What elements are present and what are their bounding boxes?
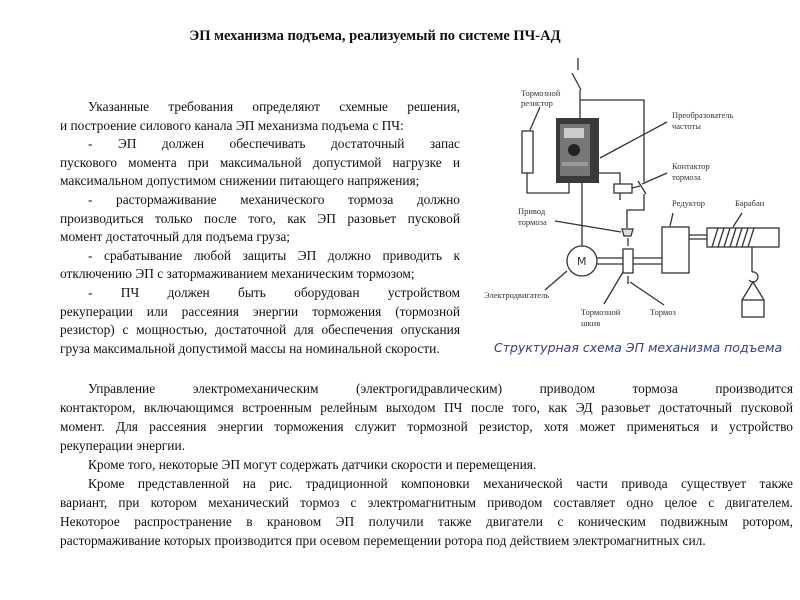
label-motor: Электродвигатель (484, 290, 549, 300)
load (741, 299, 765, 318)
label-brake-drive: Привод (518, 206, 546, 216)
text-line: Указанные требования определяют схемные … (88, 99, 460, 114)
text-line: производиться только после того, как ЭП … (60, 210, 460, 226)
label-drum: Барабан (735, 198, 765, 208)
label-brake-contactor: Контактор (672, 161, 710, 171)
brake-pulley (622, 248, 634, 274)
text-line: момент достаточный для подъема груза; (60, 229, 291, 245)
motor-symbol: M (577, 255, 587, 268)
text-line: контактором, включающимся встроенным рел… (60, 400, 793, 415)
text-line: вариант, при котором механический тормоз… (60, 495, 793, 510)
main-switch (571, 72, 582, 91)
text-line: - растормаживание механического тормоза … (88, 192, 460, 207)
label-brake: Тормоз (650, 307, 677, 317)
drum (706, 227, 780, 248)
text-line: рекуперации энергии. (60, 438, 185, 453)
svg-text:тормоза: тормоза (672, 172, 701, 182)
text-line: и построение силового канала ЭП механизм… (60, 117, 404, 133)
text-line: Некоторое распространение в крановом ЭП … (60, 514, 793, 529)
resistor-wire (526, 173, 570, 194)
text-line: рекуперации или рассеяния энергии тормож… (60, 303, 460, 319)
text-line: - ПЧ должен быть оборудован устройством (88, 285, 460, 300)
label-inverter: Преобразователь (672, 110, 733, 120)
brake-drive-wire (626, 194, 645, 228)
text-line: - срабатывание любой защиты ЭП должно пр… (88, 247, 460, 263)
label-brake-resistor: Тормозной (521, 88, 561, 98)
svg-text:тормоза: тормоза (518, 217, 547, 227)
relay-coil (613, 183, 633, 194)
label-brake-pulley: Тормозной (581, 307, 621, 317)
relay-wire (599, 172, 621, 184)
text-line: Управление электромеханическим (электрог… (88, 381, 793, 396)
motor (566, 245, 598, 277)
sling (741, 280, 765, 301)
text-line: Кроме того, некоторые ЭП могут содержать… (88, 457, 537, 472)
text-line: груза максимальной допустимой массы на н… (60, 340, 440, 356)
text-line: пускового момента при максимальной допус… (60, 154, 460, 170)
hook (748, 271, 759, 283)
text-line: - ЭП должен обеспечивать достаточный зап… (88, 136, 460, 152)
slide-title: ЭП механизма подъема, реализуемый по сис… (189, 28, 561, 44)
brake-drive (621, 228, 634, 237)
brake-resistor (521, 130, 534, 174)
drum-winding (711, 227, 755, 248)
diagram-caption: Структурная схема ЭП механизма подъема (494, 340, 783, 355)
text-line: момент. Для рассеяния энергии торможения… (60, 419, 793, 434)
frequency-inverter (556, 118, 599, 183)
text-line: резистор) с мощностью, достаточной для о… (60, 322, 460, 338)
hoist-drive-diagram: M Тормозной резистор Преобразователь час… (484, 58, 780, 328)
label-reducer: Редуктор (672, 198, 705, 208)
svg-text:шкив: шкив (581, 318, 600, 328)
contactor-supply-wire (580, 99, 645, 182)
reducer (661, 226, 690, 274)
text-line: отключению ЭП с затормаживанием механиче… (60, 266, 415, 282)
contactor-contact (637, 180, 647, 195)
svg-text:частоты: частоты (672, 121, 701, 131)
text-line: максимальном допустимом снижении питающе… (60, 173, 420, 189)
text-line: Кроме представленной на рис. традиционно… (88, 476, 793, 491)
svg-text:резистор: резистор (521, 98, 553, 108)
text-line: растормаживание которых производится при… (60, 533, 706, 548)
